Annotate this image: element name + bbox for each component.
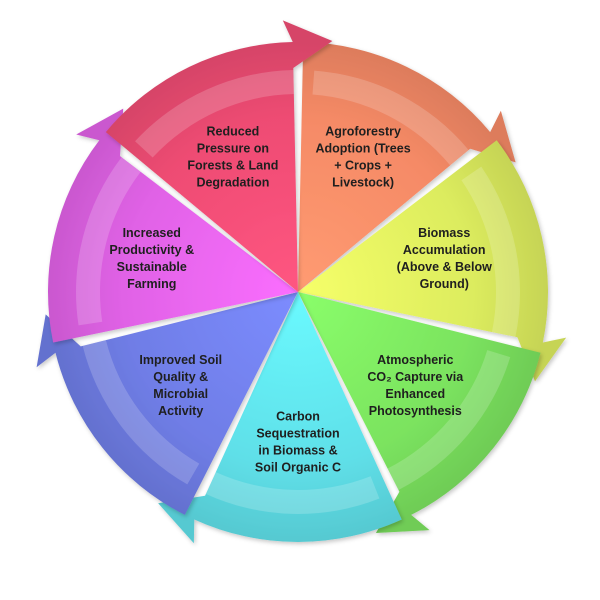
label-line: Biomass [418,226,470,240]
segment-atmospheric [298,292,541,534]
label-line: in Biomass & [258,444,337,458]
label-line: Improved Soil [139,353,222,367]
label-line: Carbon [276,410,320,424]
segment-reduced [105,20,333,293]
label-line: Agroforestry [325,124,401,138]
label-line: CO₂ Capture via [367,370,464,384]
segment-wedge [47,108,298,343]
segment-biomass [298,140,567,382]
segment-agroforestry [298,42,516,293]
ring-band [312,70,469,166]
segments-layer [36,20,567,544]
label-line: Pressure on [197,141,269,155]
label-line: Sequestration [256,427,339,441]
ring-band [76,157,141,326]
label-line: Livestock) [332,175,394,189]
ring-band [135,70,294,158]
label-line: Ground) [420,277,469,291]
segment-wedge [298,292,541,534]
segment-increased [47,108,298,343]
segment-carbon [158,292,402,544]
label-line: Farming [127,277,176,291]
label-line: + Crops + [334,158,392,172]
ring-band [387,350,511,490]
label-line: Quality & [153,370,208,384]
label-line: Enhanced [385,387,445,401]
label-line: Photosynthesis [369,404,462,418]
label-line: Adoption (Trees [316,141,411,155]
label-line: Reduced [207,124,260,138]
ring-band [205,472,380,514]
label-line: Accumulation [403,243,486,257]
label-line: Activity [158,404,203,418]
label-line: Microbial [153,387,208,401]
label-line: Forests & Land [187,158,278,172]
label-line: Degradation [196,175,269,189]
segment-wedge [298,42,516,293]
ring-band [82,340,200,485]
ring-band [461,166,520,337]
segment-improved-soil [36,292,298,515]
label-line: Productivity & [109,243,194,257]
label-line: Atmospheric [377,353,453,367]
label-line: Sustainable [117,260,187,274]
label-line: Soil Organic C [255,461,341,475]
label-line: Increased [123,226,181,240]
label-line: (Above & Below [397,260,492,274]
